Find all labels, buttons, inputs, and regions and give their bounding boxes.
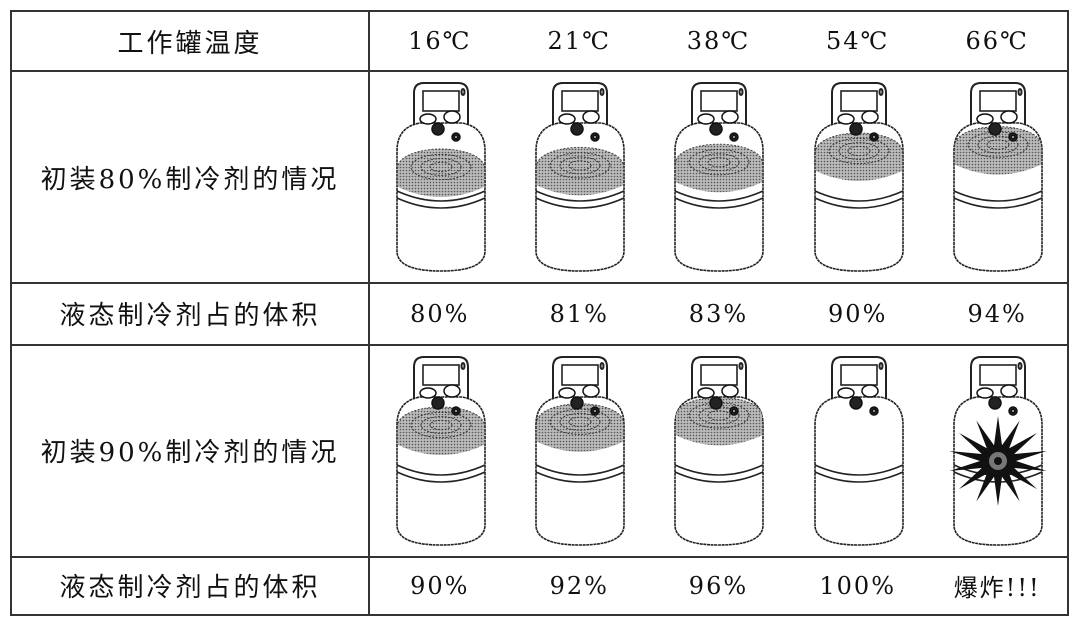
cylinder-cell bbox=[509, 344, 649, 558]
band bbox=[814, 190, 904, 209]
liquid-surface bbox=[815, 132, 903, 182]
valves bbox=[976, 110, 1018, 142]
volume-row-80: 液态制冷剂占的体积 80% 81% 83% 90% 94% bbox=[10, 281, 1068, 347]
volume-value: 94% bbox=[927, 281, 1068, 347]
liquid-surface bbox=[954, 126, 1042, 175]
cylinder-cell bbox=[927, 344, 1068, 558]
handle bbox=[830, 355, 887, 401]
band bbox=[675, 464, 764, 483]
refrigerant-cylinder bbox=[953, 82, 1043, 272]
handle bbox=[970, 355, 1027, 401]
temperature-54: 54℃ bbox=[788, 9, 928, 73]
liquid-surface bbox=[536, 146, 624, 196]
images-row-90: 初装90%制冷剂的情况 bbox=[10, 344, 1068, 558]
volume-value: 81% bbox=[509, 281, 649, 347]
refrigerant-cylinder bbox=[813, 355, 904, 546]
band bbox=[814, 464, 904, 483]
volume-value: 83% bbox=[648, 281, 789, 347]
volume-value: 90% bbox=[788, 281, 928, 347]
volume-row-90: 液态制冷剂占的体积 90% 92% 96% 100% 爆炸!!! bbox=[10, 555, 1068, 617]
valves bbox=[419, 384, 461, 416]
volume-value: 100% bbox=[788, 555, 928, 617]
valves bbox=[976, 384, 1018, 416]
liquid-surface bbox=[675, 396, 763, 446]
volume-value: 92% bbox=[509, 555, 649, 617]
cylinder-cell bbox=[368, 344, 510, 558]
row-label-90: 初装90%制冷剂的情况 bbox=[10, 344, 370, 558]
temperature-38: 38℃ bbox=[648, 9, 789, 73]
band bbox=[675, 190, 764, 209]
valves bbox=[836, 110, 879, 142]
header-row: 工作罐温度 16℃ 21℃ 38℃ 54℃ 66℃ bbox=[10, 9, 1068, 73]
liquid-surface bbox=[397, 406, 485, 455]
temperature-21: 21℃ bbox=[509, 9, 649, 73]
refrigerant-cylinder bbox=[813, 82, 904, 272]
band bbox=[953, 190, 1043, 209]
refrigerant-expansion-table: 工作罐温度 16℃ 21℃ 38℃ 54℃ 66℃ 初装80%制冷剂的情况 液态… bbox=[10, 9, 1069, 617]
liquid-surface bbox=[675, 143, 763, 193]
row-label-80: 初装80%制冷剂的情况 bbox=[10, 70, 370, 284]
refrigerant-cylinder bbox=[396, 82, 486, 272]
volume-label: 液态制冷剂占的体积 bbox=[10, 555, 370, 617]
refrigerant-cylinder bbox=[535, 355, 626, 546]
temperature-66: 66℃ bbox=[927, 9, 1068, 73]
handle bbox=[552, 82, 609, 128]
band bbox=[535, 190, 625, 209]
valves bbox=[558, 110, 600, 142]
valves bbox=[419, 110, 461, 142]
cylinder-cell bbox=[788, 70, 928, 284]
body bbox=[535, 122, 626, 272]
handle bbox=[691, 355, 748, 401]
refrigerant-cylinder bbox=[396, 355, 486, 546]
cylinder-cell bbox=[368, 70, 510, 284]
band bbox=[396, 190, 486, 209]
valves bbox=[836, 384, 879, 416]
header-label: 工作罐温度 bbox=[10, 9, 370, 73]
cylinder-cell bbox=[509, 70, 649, 284]
band bbox=[396, 464, 486, 483]
handle bbox=[412, 82, 469, 128]
cylinder-cell bbox=[648, 344, 789, 558]
body bbox=[813, 396, 904, 546]
temperature-16: 16℃ bbox=[368, 9, 510, 73]
cylinder-cell bbox=[927, 70, 1068, 284]
volume-value: 90% bbox=[368, 555, 510, 617]
cylinder-cell bbox=[788, 344, 928, 558]
volume-value: 96% bbox=[648, 555, 789, 617]
handle bbox=[830, 82, 887, 128]
handle bbox=[970, 82, 1027, 128]
handle bbox=[412, 355, 469, 401]
volume-label: 液态制冷剂占的体积 bbox=[10, 281, 370, 347]
valves bbox=[558, 384, 600, 416]
valves bbox=[697, 110, 740, 142]
cylinder-cell bbox=[648, 70, 789, 284]
liquid-surface bbox=[536, 403, 624, 452]
refrigerant-cylinder bbox=[674, 355, 765, 546]
handle bbox=[691, 82, 748, 128]
volume-value: 80% bbox=[368, 281, 510, 347]
liquid-surface bbox=[397, 148, 485, 198]
images-row-80: 初装80%制冷剂的情况 bbox=[10, 70, 1068, 284]
refrigerant-cylinder bbox=[949, 355, 1047, 546]
refrigerant-cylinder bbox=[535, 82, 626, 272]
refrigerant-cylinder bbox=[674, 82, 765, 272]
valves bbox=[697, 384, 740, 416]
explosion-label: 爆炸!!! bbox=[927, 555, 1068, 617]
band bbox=[535, 464, 625, 483]
handle bbox=[552, 355, 609, 401]
